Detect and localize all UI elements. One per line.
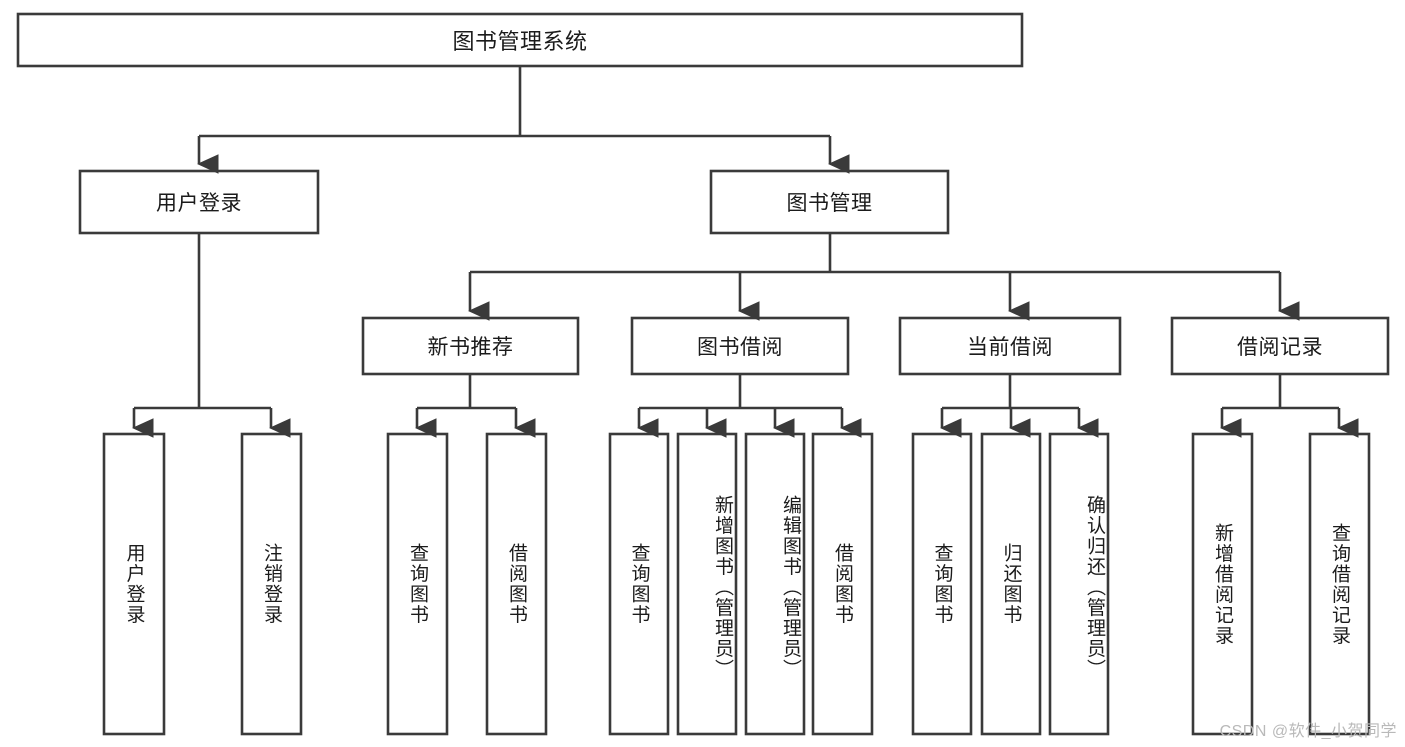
node-box-leaf-10[interactable] <box>980 432 1042 736</box>
node-box-current-borrow[interactable] <box>898 316 1122 376</box>
node-box-new-book-recommend[interactable] <box>361 316 580 376</box>
node-box-leaf-9[interactable] <box>911 432 973 736</box>
node-box-leaf-8[interactable] <box>811 432 874 736</box>
node-box-leaf-11[interactable] <box>1048 432 1110 736</box>
node-box-root[interactable] <box>16 12 1024 68</box>
node-box-borrow-record[interactable] <box>1170 316 1390 376</box>
node-box-book-borrow[interactable] <box>630 316 850 376</box>
node-box-leaf-6[interactable] <box>676 432 738 736</box>
node-box-leaf-1[interactable] <box>102 432 166 736</box>
node-box-leaf-2[interactable] <box>240 432 303 736</box>
node-box-leaf-4[interactable] <box>485 432 548 736</box>
node-box-leaf-12[interactable] <box>1191 432 1254 736</box>
node-box-leaf-5[interactable] <box>608 432 670 736</box>
node-box-user-login[interactable] <box>78 169 320 235</box>
node-box-leaf-3[interactable] <box>386 432 449 736</box>
watermark: CSDN @软件_小贺同学 <box>1219 723 1397 740</box>
node-box-leaf-7[interactable] <box>744 432 806 736</box>
node-box-leaf-13[interactable] <box>1308 432 1371 736</box>
node-box-book-management[interactable] <box>709 169 950 235</box>
